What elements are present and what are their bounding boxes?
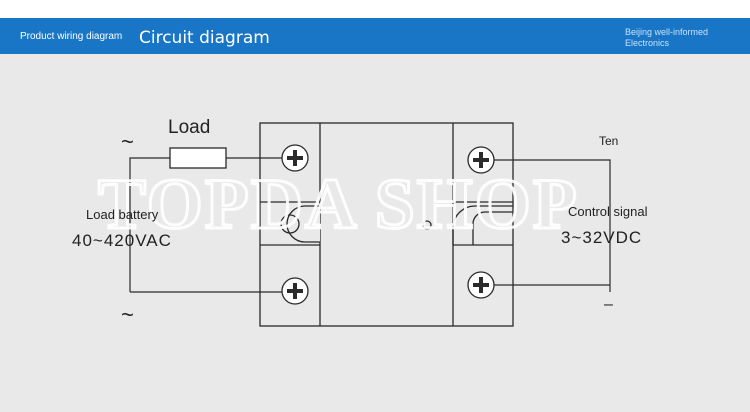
- right-mounting-slot-outer: [452, 205, 513, 245]
- header-title: Circuit diagram: [139, 28, 270, 48]
- diagram-panel: [0, 54, 750, 412]
- control-plus-label: Ten: [599, 134, 618, 148]
- left-mounting-slot: [286, 205, 320, 243]
- ac-wire-top: [129, 157, 170, 292]
- ac-bottom-symbol: ~: [121, 302, 134, 327]
- terminal-dc-minus: [467, 271, 495, 299]
- left-mounting-hole: [280, 214, 300, 234]
- control-signal-label: Control signal: [568, 204, 648, 219]
- watermark-text: TOPDA SHOP: [98, 164, 579, 244]
- relay-outline: [259, 122, 514, 327]
- header-bar: Product wiring diagram Circuit diagram B…: [0, 18, 750, 54]
- right-mounting-slot: [472, 211, 513, 245]
- terminal-ac-bottom: [281, 277, 309, 305]
- load-battery-label: Load battery: [86, 207, 159, 222]
- load-label: Load: [168, 117, 210, 138]
- ac-top-symbol: ~: [121, 129, 134, 154]
- header-subtitle: Product wiring diagram: [20, 31, 123, 42]
- dc-voltage-label: 3~32VDC: [561, 228, 642, 247]
- relay-body: [259, 122, 514, 327]
- control-minus-label: –: [604, 296, 613, 313]
- ac-voltage-label: 40~420VAC: [72, 231, 172, 250]
- load-resistor: [169, 147, 227, 169]
- center-indicator: [422, 220, 432, 230]
- header-brand: Beijing well-informed Electronics: [625, 27, 709, 48]
- terminal-ac-top: [281, 144, 309, 172]
- dc-wire-plus: [494, 159, 611, 292]
